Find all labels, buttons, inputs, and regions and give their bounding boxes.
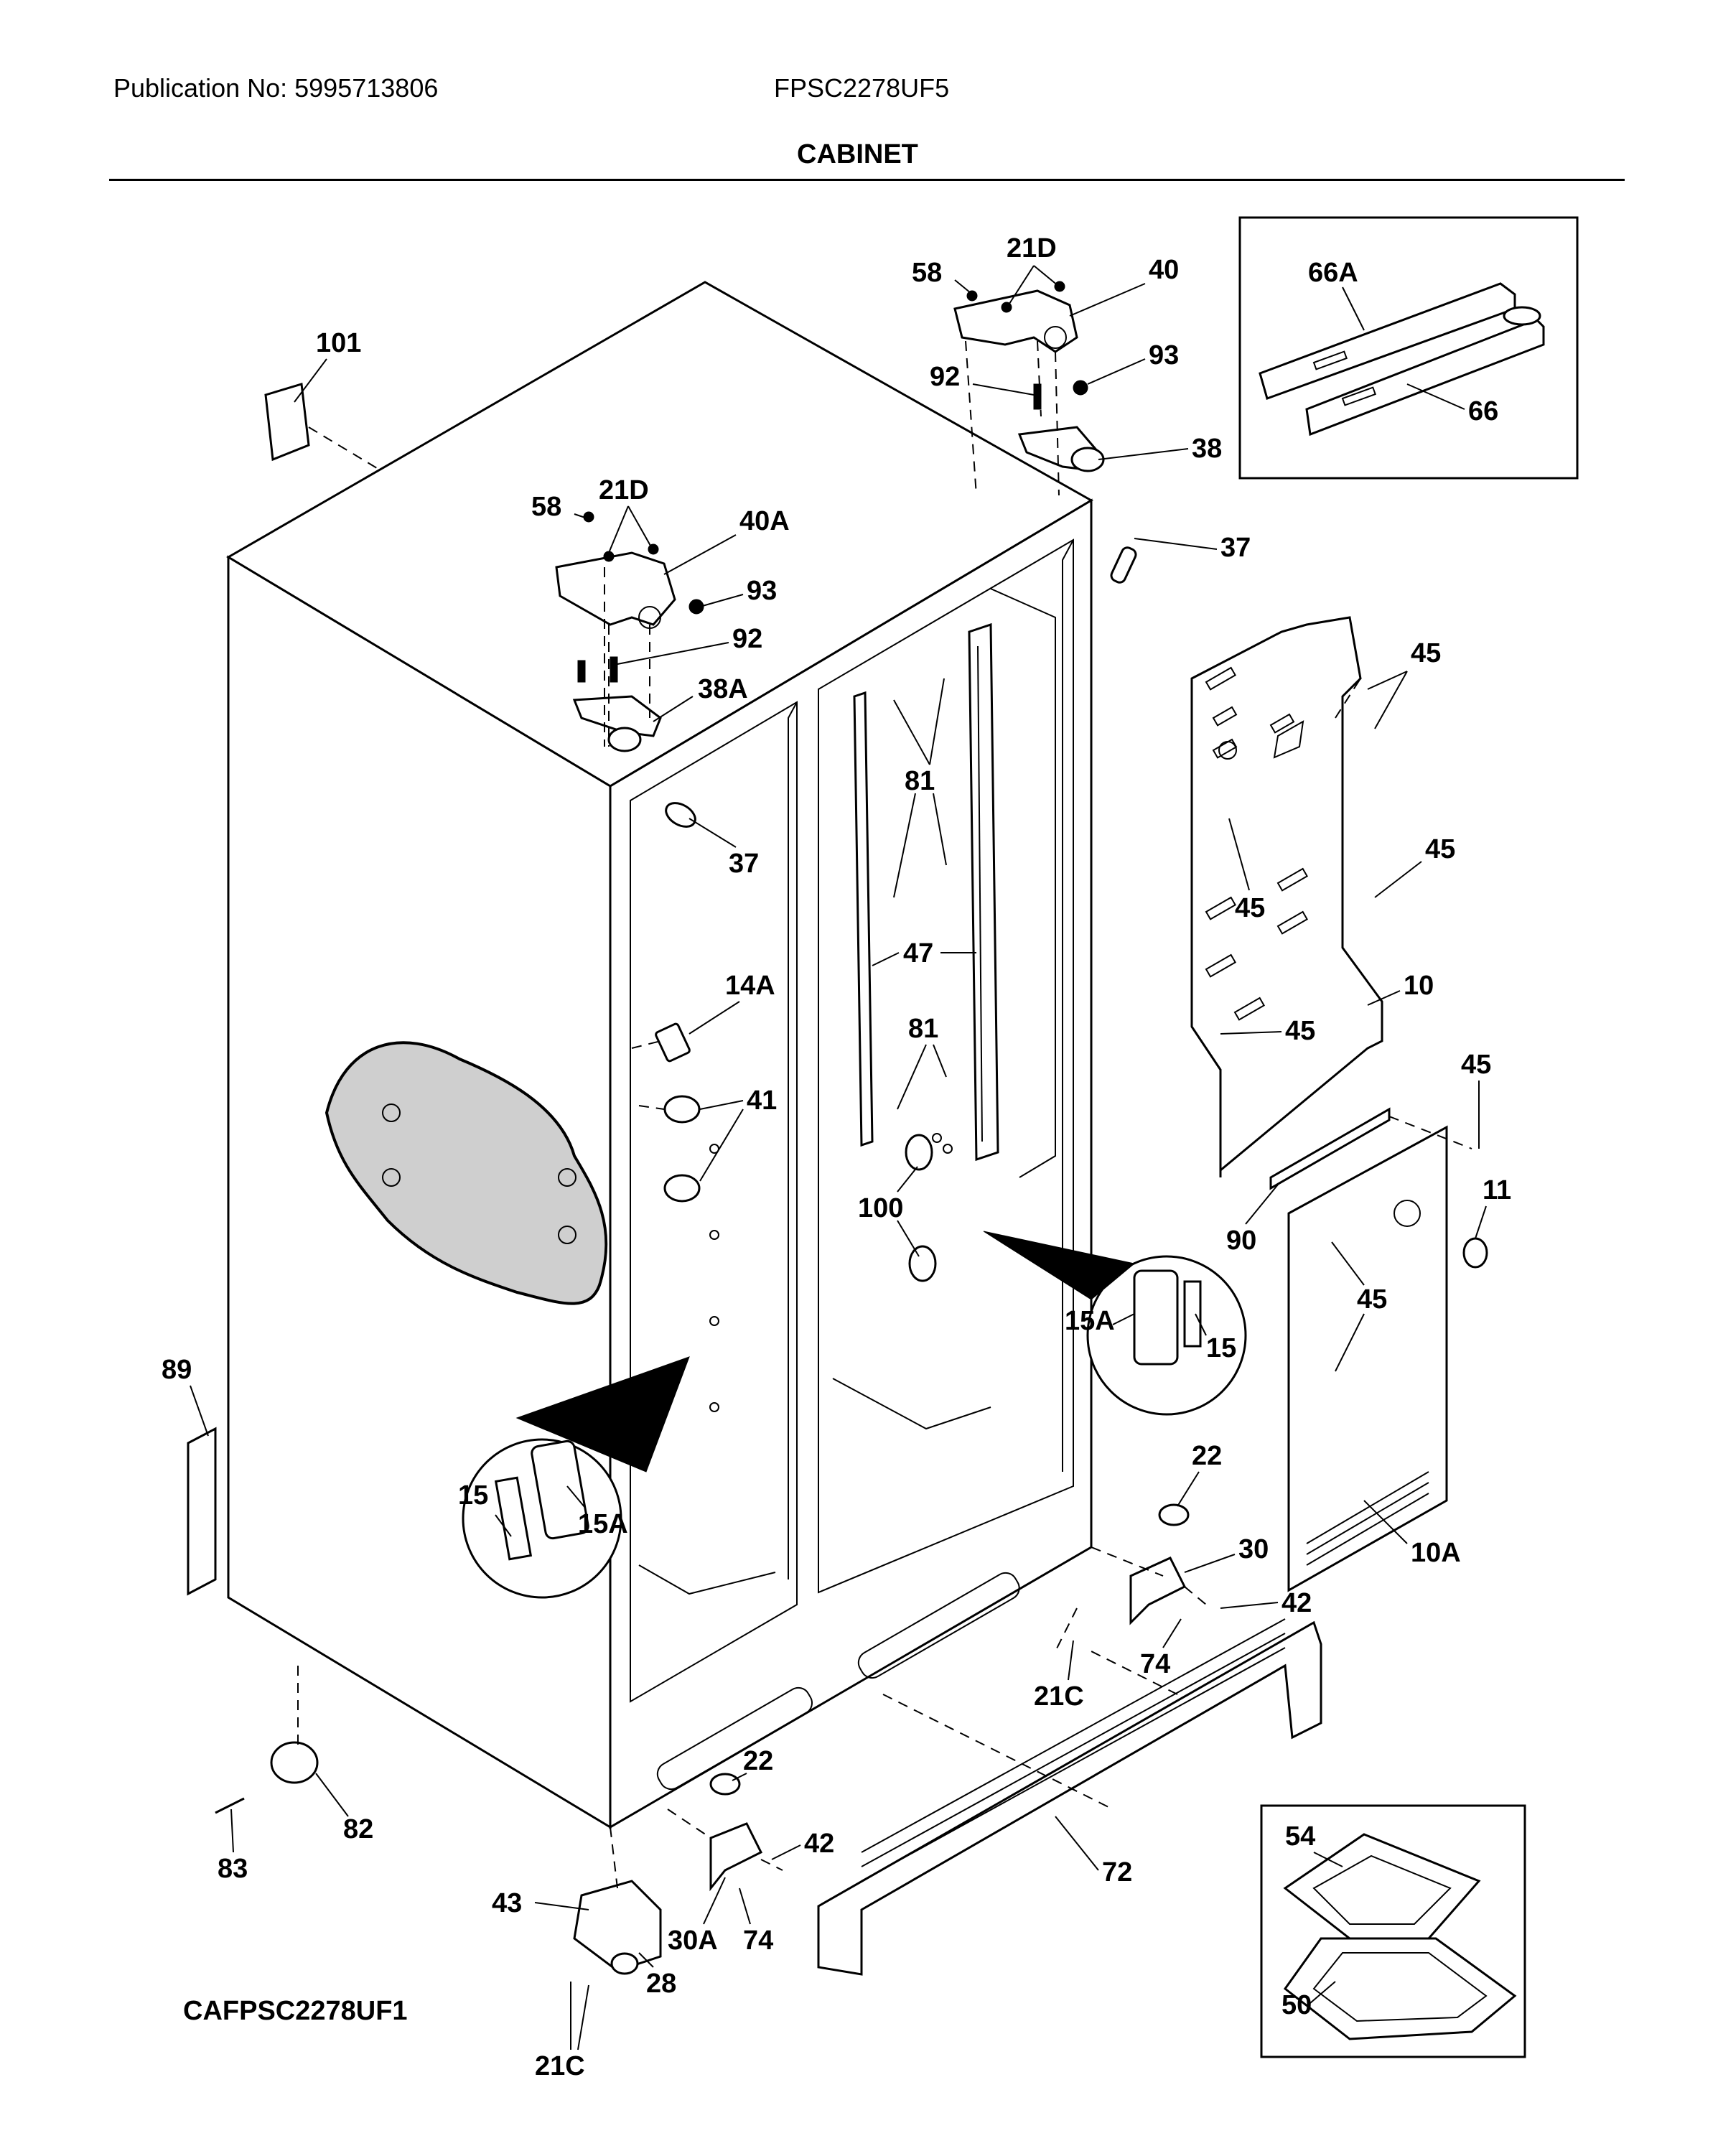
callout-72: 72 [1102,1857,1132,1887]
callout-43: 43 [492,1888,522,1918]
leveler-lower [709,1773,741,1796]
callout-15a-left: 15A [578,1509,628,1539]
callout-54: 54 [1285,1821,1315,1852]
callout-11: 11 [1483,1175,1511,1205]
hinge-bracket-101 [264,383,310,462]
callout-10: 10 [1404,971,1434,1001]
top-hinge-left-assembly [555,511,704,752]
callout-37-upper: 37 [1220,533,1251,563]
callout-101: 101 [316,328,361,358]
bottom-hinge-30 [1129,1557,1187,1625]
callout-45-panel-mid: 45 [1235,893,1265,923]
callout-21c-upper: 21C [1034,1681,1084,1712]
callout-66a: 66A [1308,258,1358,288]
callout-93-upper: 93 [1149,340,1179,370]
callout-74-upper: 74 [1140,1649,1170,1679]
callout-22-upper: 22 [1192,1441,1222,1471]
top-hinge-right-assembly [953,281,1105,472]
plug-11 [1462,1237,1488,1269]
callout-22-lower: 22 [743,1746,773,1776]
door-stop-upper [1110,546,1137,584]
callout-15a-right: 15A [1065,1306,1115,1336]
roller-pin-83 [215,1797,245,1814]
cabinet-body [226,281,1093,1829]
callout-58-upper: 58 [912,258,942,288]
door-stop-lower [665,802,696,828]
section-title: CABINET [797,139,918,169]
callout-82: 82 [343,1814,373,1844]
callout-93-lower: 93 [747,576,777,606]
inset-door-handles [1238,216,1579,480]
side-insulation-panel [325,1041,608,1305]
callout-10a: 10A [1411,1538,1461,1568]
callout-41: 41 [747,1086,777,1116]
strip-90 [1269,1107,1391,1190]
callout-81-lower: 81 [908,1014,938,1044]
roller-82 [270,1741,319,1784]
callout-15-right: 15 [1206,1333,1236,1363]
shelf-ladders [853,622,999,1162]
leveler-upper [1158,1503,1190,1526]
shelf-support-lower [908,1245,937,1282]
callout-92-lower: 92 [732,624,762,654]
assembly-guide-lines [297,340,1472,1889]
callout-28: 28 [646,1969,676,1999]
diagram-code: CAFPSC2278UF1 [183,1996,408,2026]
callout-81-upper: 81 [905,766,935,796]
shelf-support-upper [905,1134,933,1171]
callout-30a: 30A [668,1926,718,1956]
callout-45-right: 45 [1461,1050,1491,1080]
callout-labels: 101 58 21D 40 93 92 38 37 58 21D 40A [162,233,1511,2081]
callout-90: 90 [1226,1226,1256,1256]
light-socket-upper [663,1095,701,1124]
callout-83: 83 [218,1854,248,1884]
callout-40: 40 [1149,255,1179,285]
light-socket-lower [663,1174,701,1203]
callout-50: 50 [1282,1990,1312,2020]
callout-45-top: 45 [1411,638,1441,668]
callout-92-upper: 92 [930,362,960,392]
callout-66: 66 [1468,396,1498,426]
inset-dispenser-assembly [1260,1804,1526,2058]
callout-21d-lower: 21D [599,475,649,505]
callout-45-cover: 45 [1357,1284,1387,1315]
callout-58-lower: 58 [531,492,561,522]
back-panel-10 [1190,616,1383,1177]
callout-38: 38 [1192,434,1222,464]
callout-40a: 40A [739,506,790,536]
toe-grille-72 [817,1620,1322,1976]
callout-47: 47 [903,938,933,969]
model-number: FPSC2278UF5 [774,73,950,103]
header-divider [109,179,1625,181]
callout-45-right-mid: 45 [1425,834,1455,864]
callout-21d-upper: 21D [1007,233,1057,263]
callout-15-left: 15 [458,1480,488,1511]
callout-30: 30 [1238,1534,1269,1564]
back-cover-10a [1287,1125,1448,1592]
callout-100: 100 [858,1193,903,1223]
bottom-hinge-30a [709,1822,763,1892]
callout-37-lower: 37 [729,849,759,879]
switch-14a [655,1022,691,1063]
bracket-89 [187,1427,217,1596]
callout-42-lower: 42 [804,1829,834,1859]
callout-21c-lower: 21C [535,2051,585,2081]
roller-bracket-43 [573,1880,662,1972]
callout-42-upper: 42 [1282,1588,1312,1618]
magnifier-left [462,1438,622,1599]
publication-number: Publication No: 5995713806 [113,73,439,103]
callout-14a: 14A [725,971,775,1001]
callout-45-panel-low: 45 [1285,1016,1315,1046]
callout-74-lower: 74 [743,1926,773,1956]
callout-38a: 38A [698,674,748,704]
callout-89: 89 [162,1355,192,1385]
